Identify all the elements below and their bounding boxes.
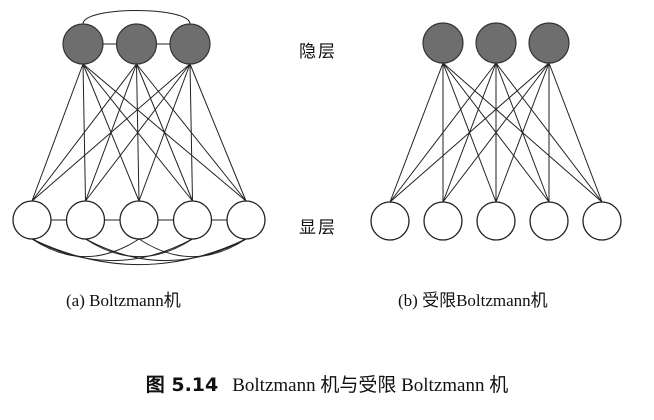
hidden-layer-label: 隐层 (299, 42, 337, 62)
hidden-visible-edge (442, 62, 550, 203)
hidden-unit (475, 22, 517, 64)
visible-unit (370, 201, 410, 241)
hidden-visible-edge (189, 63, 247, 202)
figure-caption: 图 5.14 Boltzmann 机与受限 Boltzmann 机 (0, 370, 654, 397)
visible-visible-arc (31, 238, 140, 258)
hidden-unit (169, 23, 211, 65)
caption-rbm: (b) 受限Boltzmann机 (398, 291, 548, 310)
visible-visible-arc (85, 238, 193, 258)
visible-unit (529, 201, 569, 241)
visible-unit (582, 201, 622, 241)
hidden-unit (115, 23, 158, 65)
visible-unit (65, 200, 106, 240)
visible-unit (12, 200, 52, 240)
hidden-hidden-arc (82, 10, 191, 25)
hidden-visible-edge (495, 62, 550, 203)
hidden-visible-edge (548, 62, 603, 203)
hidden-visible-edge (189, 63, 193, 202)
hidden-unit (422, 22, 464, 64)
visible-unit (172, 200, 213, 240)
visible-layer-label: 显层 (299, 218, 337, 238)
hidden-visible-edge (31, 63, 84, 202)
visible-visible-arc (31, 238, 193, 262)
figure-title: Boltzmann 机与受限 Boltzmann 机 (232, 375, 509, 396)
hidden-visible-edge (31, 63, 191, 202)
visible-visible-arc (138, 238, 247, 258)
visible-visible-arc (85, 238, 247, 262)
caption-boltzmann: (a) Boltzmann机 (66, 291, 181, 310)
hidden-visible-edge (389, 62, 550, 203)
hidden-visible-edge (85, 63, 191, 202)
hidden-visible-edge (389, 62, 444, 203)
visible-visible-arc (31, 238, 247, 266)
visible-unit (119, 200, 159, 240)
visible-unit (476, 201, 516, 241)
hidden-visible-edge (31, 63, 137, 202)
hidden-unit (62, 23, 104, 65)
hidden-visible-edge (389, 62, 497, 203)
figure-number: 图 5.14 (145, 374, 219, 396)
visible-unit (423, 201, 463, 241)
hidden-visible-edge (138, 63, 191, 202)
hidden-unit (528, 22, 570, 64)
visible-unit (226, 200, 266, 240)
